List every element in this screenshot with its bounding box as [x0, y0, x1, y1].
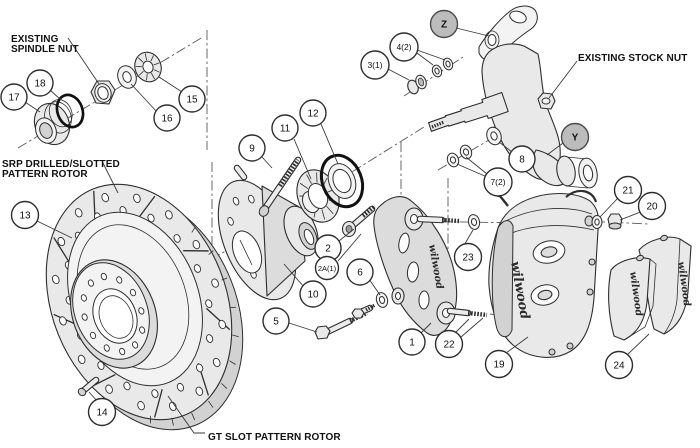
svg-text:19: 19 [493, 360, 505, 371]
label-existing-spindle-nut: EXISTING [11, 34, 59, 45]
svg-text:23: 23 [462, 253, 474, 264]
spacer-and-washers [407, 57, 454, 95]
callout-18: 18 [26, 69, 54, 97]
callout-23: 23 [453, 242, 483, 272]
callout-21: 21 [613, 175, 643, 205]
o-ring [55, 93, 85, 129]
callout-10: 10 [299, 280, 327, 308]
hub [217, 164, 319, 301]
callout-6: 6 [346, 258, 374, 286]
svg-text:2A(1): 2A(1) [318, 264, 337, 273]
svg-text:6: 6 [357, 268, 363, 279]
svg-text:8: 8 [519, 155, 525, 166]
dust-cap [33, 99, 73, 146]
outer-bearing [134, 51, 162, 83]
brake-pads: wilwood wilwood [608, 234, 692, 341]
svg-text:3(1): 3(1) [367, 60, 382, 70]
callout-14: 14 [87, 397, 117, 427]
callout-3-1: 3(1) [360, 50, 390, 80]
bracket-stud-lower [467, 310, 488, 318]
stock-nut [537, 92, 556, 110]
svg-text:4(2): 4(2) [396, 42, 411, 52]
callout-9: 9 [238, 134, 266, 162]
callout-11: 11 [271, 114, 299, 142]
svg-text:5: 5 [273, 317, 279, 328]
callout-16: 16 [153, 104, 181, 132]
callout-y-marker: Y [560, 122, 590, 152]
svg-text:1: 1 [409, 338, 415, 349]
caliper-bracket: wilwood [373, 196, 488, 336]
svg-text:17: 17 [8, 93, 20, 104]
steering-arm-hole [509, 10, 527, 24]
callout-2a-1: 2A(1) [314, 255, 340, 281]
callout-4-2: 4(2) [389, 32, 419, 62]
caliper-washers [446, 126, 502, 168]
spindle-nut [90, 80, 116, 105]
label-srp-rotor: SRP DRILLED/SLOTTED [2, 159, 120, 170]
rotor-screw [77, 376, 100, 397]
tube-nut [607, 213, 623, 230]
svg-text:SPINDLE NUT: SPINDLE NUT [11, 44, 79, 55]
socket-head-bolt [341, 204, 377, 238]
caliper: wilwood [488, 189, 600, 358]
label-existing-stock-nut: EXISTING STOCK NUT [578, 53, 687, 64]
callout-20: 20 [637, 191, 667, 221]
svg-text:15: 15 [186, 95, 198, 106]
label-gt-rotor: GT SLOT PATTERN ROTOR [208, 432, 341, 443]
hub-bore [231, 230, 263, 274]
crossover-tube [565, 189, 598, 203]
callout-22: 22 [434, 329, 464, 359]
thrust-washer [117, 65, 137, 89]
callout-24: 24 [604, 350, 634, 380]
stud-washer [467, 214, 481, 230]
svg-text:7(2): 7(2) [490, 177, 505, 187]
svg-text:11: 11 [280, 124, 291, 135]
svg-text:12: 12 [307, 109, 319, 120]
steering-knuckle [428, 5, 598, 189]
callout-17: 17 [0, 83, 28, 111]
wheel-stud [258, 156, 302, 217]
svg-text:24: 24 [613, 361, 625, 372]
callout-1: 1 [398, 328, 426, 356]
mounting-bolt-2 [351, 303, 376, 319]
svg-text:21: 21 [622, 186, 634, 197]
svg-text:13: 13 [19, 211, 31, 222]
svg-text:10: 10 [307, 290, 319, 301]
rotor-hat-bolt-holes [80, 272, 146, 356]
fitting-washer [591, 215, 603, 229]
callout-5: 5 [262, 307, 290, 335]
callout-12: 12 [299, 99, 327, 127]
svg-text:20: 20 [646, 202, 658, 213]
svg-text:22: 22 [443, 340, 455, 351]
text-labels: EXISTING SPINDLE NUT SRP DRILLED/SLOTTED… [2, 34, 687, 443]
svg-text:9: 9 [249, 144, 255, 155]
callout-z-marker: Z [429, 9, 459, 39]
callout-13: 13 [10, 200, 40, 230]
svg-text:16: 16 [161, 114, 173, 125]
svg-text:18: 18 [34, 79, 46, 90]
svg-text:Y: Y [572, 133, 579, 144]
svg-text:Z: Z [441, 20, 447, 31]
callout-7-2: 7(2) [483, 167, 513, 197]
svg-text:14: 14 [96, 408, 108, 419]
svg-text:PATTERN ROTOR: PATTERN ROTOR [2, 169, 88, 180]
spindle-shaft [428, 91, 509, 132]
bolt-washer [375, 292, 389, 308]
rotor-rim-ticks [149, 226, 239, 426]
callout-19: 19 [484, 349, 514, 379]
callout-8: 8 [508, 145, 536, 173]
callout-15: 15 [178, 85, 206, 113]
bearing-rollers [135, 53, 160, 81]
leader-lines [24, 27, 650, 434]
rotor [45, 183, 244, 431]
grease-seal [319, 153, 365, 209]
svg-text:2: 2 [325, 244, 331, 255]
rotor-drill-holes-outer [51, 192, 227, 412]
